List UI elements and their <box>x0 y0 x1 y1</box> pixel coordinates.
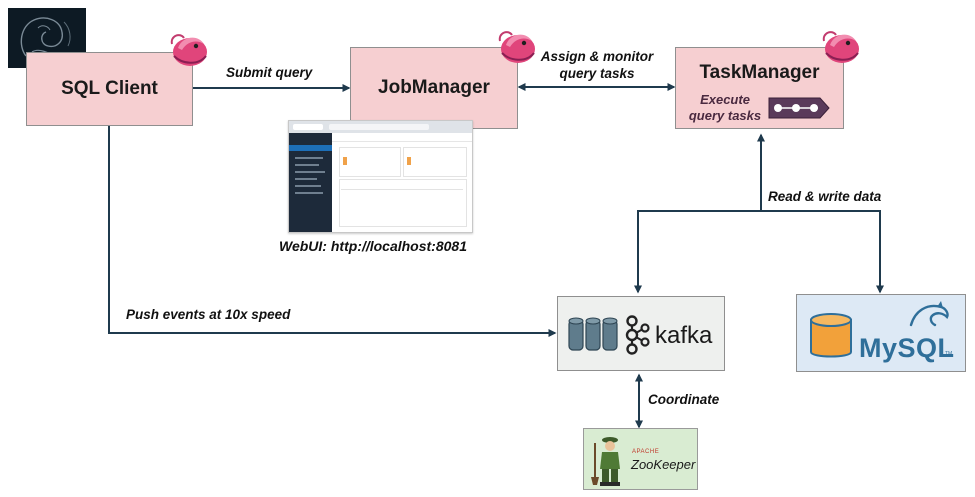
kafka-label: kafka <box>655 322 713 349</box>
webui-card <box>403 147 467 177</box>
mysql-label: MySQL <box>859 333 955 363</box>
assign-monitor-label-2: query tasks <box>559 66 635 81</box>
taskmanager-note: Execute query tasks <box>688 92 762 123</box>
zookeeper-label: ZooKeeper <box>631 457 696 472</box>
sql-client-box: SQL Client <box>26 52 193 126</box>
sql-client-title: SQL Client <box>61 78 158 99</box>
flink-logo-icon <box>168 30 212 70</box>
kafka-box: kafka <box>557 296 725 371</box>
taskmanager-box: TaskManager Execute query tasks <box>675 47 844 129</box>
database-icon <box>809 312 853 360</box>
webui-screenshot <box>288 120 473 233</box>
mysql-box: MySQL TM <box>796 294 966 372</box>
webui-caption: WebUI: http://localhost:8081 <box>279 238 467 254</box>
edge-read-write-kafka <box>634 210 761 294</box>
task-pipeline-icon <box>766 95 832 121</box>
kafka-logo-icon <box>624 315 650 355</box>
assign-monitor-label-1: Assign & monitor <box>540 49 654 64</box>
flink-logo-icon <box>496 27 540 67</box>
jobmanager-box: JobManager <box>350 47 518 129</box>
zookeeper-keeper-icon <box>590 433 626 487</box>
mysql-dolphin-icon <box>907 299 953 329</box>
webui-topbar <box>332 133 472 142</box>
submit-query-label: Submit query <box>226 65 313 80</box>
edge-push-events <box>108 126 557 337</box>
webui-card <box>339 147 401 177</box>
zookeeper-apache-label: APACHE <box>632 449 660 455</box>
edge-read-write-mysql <box>761 210 884 294</box>
zookeeper-box: APACHE ZooKeeper <box>583 428 698 490</box>
flink-logo-icon <box>820 27 864 67</box>
jobmanager-title: JobManager <box>378 77 490 98</box>
database-icon <box>568 317 620 353</box>
read-write-label: Read & write data <box>768 189 882 204</box>
webui-table <box>339 179 467 227</box>
taskmanager-title: TaskManager <box>699 62 820 83</box>
coordinate-label: Coordinate <box>648 392 720 407</box>
mysql-trademark: TM <box>945 351 953 357</box>
push-events-label: Push events at 10x speed <box>126 307 291 322</box>
